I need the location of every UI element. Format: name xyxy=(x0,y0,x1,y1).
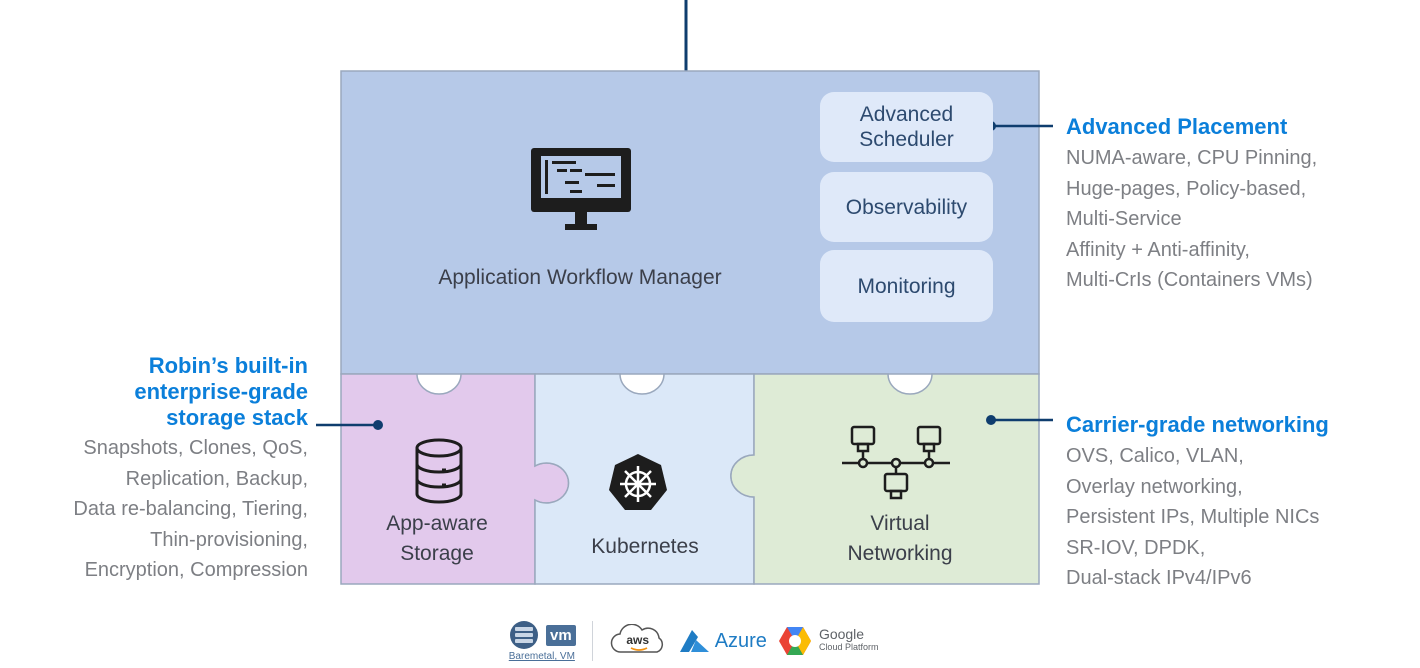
database-icon xyxy=(415,438,463,504)
networking-connector-dot xyxy=(986,415,996,425)
placement-line: Multi-Service xyxy=(1066,208,1182,230)
networking-piece-label-line: Networking xyxy=(847,542,953,565)
networking-line: OVS, Calico, VLAN, xyxy=(1066,445,1244,467)
azure-text: Azure xyxy=(714,629,767,652)
networking-piece-label-line: Virtual xyxy=(870,512,930,535)
azure-logo: Azure xyxy=(677,628,767,654)
storage-stack-title-line: Robin’s built-in xyxy=(148,353,308,378)
google-cloud-platform-text: Cloud Platform xyxy=(818,642,879,652)
storage-stack-line: Snapshots, Clones, QoS, xyxy=(83,437,308,459)
baremetal-vm-logo: vm Baremetal, VM xyxy=(508,620,576,662)
baremetal-icon xyxy=(510,621,538,649)
storage-stack-line: Data re-balancing, Tiering, xyxy=(73,498,308,520)
storage-stack-title-line: enterprise-grade xyxy=(134,379,308,404)
storage-stack-callout: Robin’s built-in enterprise-grade storag… xyxy=(73,353,308,586)
vm-icon: vm xyxy=(546,624,576,646)
azure-icon xyxy=(679,630,709,652)
storage-stack-line: Encryption, Compression xyxy=(84,559,308,581)
networking-line: SR-IOV, DPDK, xyxy=(1066,536,1206,559)
placement-callout: Advanced Placement NUMA-aware, CPU Pinni… xyxy=(1066,114,1317,296)
storage-connector-dot xyxy=(373,420,383,430)
monitor-icon xyxy=(531,148,631,230)
placement-line: Affinity + Anti-affinity, xyxy=(1066,238,1250,261)
advanced-scheduler-pill: Advanced Scheduler xyxy=(820,92,993,162)
storage-stack-description: Snapshots, Clones, QoS, Replication, Bac… xyxy=(73,433,308,586)
storage-stack-line: Replication, Backup, xyxy=(125,467,308,490)
placement-line: Huge-pages, Policy-based, xyxy=(1066,177,1307,200)
observability-pill: Observability xyxy=(820,172,993,242)
networking-title: Carrier-grade networking xyxy=(1066,412,1329,437)
google-cloud-text: Google Cloud Platform xyxy=(818,626,879,654)
aws-cloud-icon xyxy=(610,624,663,653)
kubernetes-icon xyxy=(609,454,667,510)
aws-logo: aws xyxy=(609,624,667,658)
networking-line: Persistent IPs, Multiple NICs xyxy=(1066,506,1320,528)
network-icon xyxy=(842,425,950,500)
networking-line: Overlay networking, xyxy=(1066,475,1243,498)
placement-title: Advanced Placement xyxy=(1066,114,1288,139)
placement-line: Multi-CrIs (Containers VMs) xyxy=(1066,269,1313,291)
placement-description: NUMA-aware, CPU Pinning, Huge-pages, Pol… xyxy=(1066,143,1317,296)
storage-stack-title: Robin’s built-in enterprise-grade storag… xyxy=(73,353,308,431)
placement-line: NUMA-aware, CPU Pinning, xyxy=(1066,147,1318,169)
storage-piece-label-line: Storage xyxy=(400,542,474,565)
storage-piece-label: App-aware Storage xyxy=(352,509,522,569)
networking-piece-label: Virtual Networking xyxy=(800,509,1000,569)
networking-line: Dual-stack IPv4/IPv6 xyxy=(1066,567,1252,589)
networking-callout: Carrier-grade networking OVS, Calico, VL… xyxy=(1066,412,1329,594)
platform-logos: vm Baremetal, VM aws Azure Google Cloud … xyxy=(508,620,878,662)
google-cloud-logo: Google Cloud Platform xyxy=(777,625,879,657)
storage-piece-label-line: App-aware xyxy=(386,512,488,535)
logo-divider xyxy=(591,621,593,661)
workflow-manager-title: Application Workflow Manager xyxy=(438,266,722,289)
baremetal-vm-caption: Baremetal, VM xyxy=(508,651,575,662)
google-cloud-icon xyxy=(778,627,811,655)
kubernetes-piece-label: Kubernetes xyxy=(591,535,699,558)
google-text: Google xyxy=(818,626,865,642)
storage-stack-line: Thin-provisioning, xyxy=(150,528,308,551)
networking-description: OVS, Calico, VLAN, Overlay networking, P… xyxy=(1066,441,1329,594)
monitoring-pill: Monitoring xyxy=(820,250,993,322)
storage-stack-title-line: storage stack xyxy=(166,405,308,430)
aws-text: aws xyxy=(626,633,650,647)
